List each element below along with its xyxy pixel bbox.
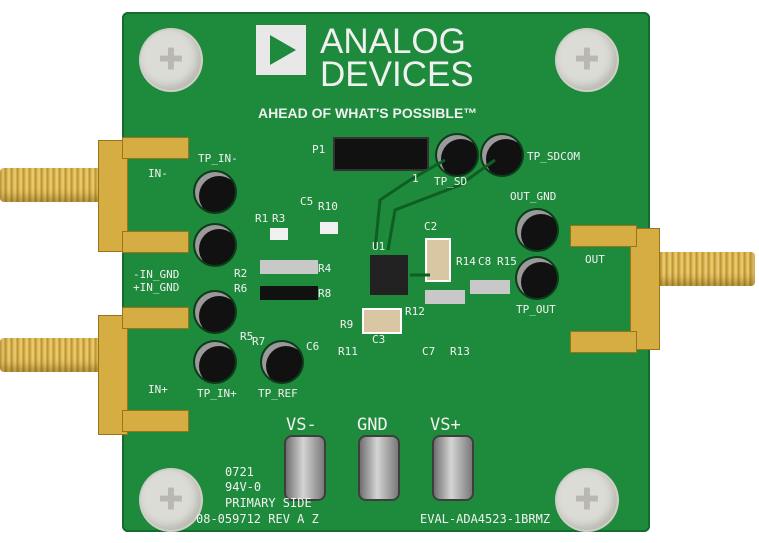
label-plus-in-gnd: +IN_GND: [133, 281, 180, 294]
label-part-number: 08-059712 REV A Z: [196, 512, 319, 526]
label-tp-ref: TP_REF: [258, 387, 298, 400]
brand-name: ANALOG DEVICES: [320, 22, 474, 94]
label-r13: R13: [450, 345, 470, 358]
label-c7: C7: [422, 345, 436, 358]
label-in-plus: IN+: [148, 383, 168, 396]
label-tp-sdcom: TP_SDCOM: [527, 150, 580, 163]
analog-devices-logo: [256, 25, 306, 75]
sma-tab: [570, 225, 637, 247]
label-r3: R3: [272, 212, 286, 225]
label-c8: C8: [478, 255, 492, 268]
label-u1: U1: [372, 240, 386, 253]
smd-pad-group: [470, 280, 510, 294]
label-r4: R4: [318, 262, 332, 275]
label-r2: R2: [234, 267, 248, 280]
sma-tab: [122, 137, 189, 159]
screw-icon: ✚: [574, 482, 600, 518]
label-out-gnd: OUT_GND: [510, 190, 557, 203]
label-c2: C2: [424, 220, 438, 233]
label-board-name: EVAL-ADA4523-1BRMZ: [420, 512, 551, 526]
test-point-tp-out: [517, 258, 557, 298]
label-tp-in-plus: TP_IN+: [197, 387, 237, 400]
power-post-gnd: [358, 435, 400, 501]
test-point-tp-sd: [437, 135, 477, 175]
test-point-tp-in-minus: [195, 172, 235, 212]
label-c3: C3: [372, 333, 386, 346]
label-rating: 94V-0: [225, 480, 262, 494]
label-gnd: GND: [357, 415, 388, 435]
label-date-code: 0721: [225, 465, 254, 479]
label-r14: R14: [456, 255, 476, 268]
screw-icon: ✚: [158, 482, 184, 518]
label-minus-in-gnd: -IN_GND: [133, 268, 180, 281]
label-r5: R5: [240, 330, 254, 343]
sma-tab: [122, 410, 189, 432]
label-tp-out: TP_OUT: [516, 303, 556, 316]
standoff-top-right: ✚: [557, 30, 617, 90]
label-pin1: 1: [412, 172, 419, 185]
label-c5: C5: [300, 195, 314, 208]
standoff-top-left: ✚: [141, 30, 201, 90]
label-vs-plus: VS+: [430, 415, 461, 435]
sma-connector-in-plus: [0, 338, 105, 372]
screw-icon: ✚: [574, 42, 600, 78]
label-r9: R9: [340, 318, 354, 331]
resistor-r3: [270, 228, 288, 240]
header-p1: [333, 137, 429, 171]
label-tp-sd: TP_SD: [434, 175, 468, 188]
label-r1: R1: [255, 212, 269, 225]
label-r10: R10: [318, 200, 338, 213]
power-post-vs-plus: [432, 435, 474, 501]
sma-connector-in-minus: [0, 168, 105, 202]
label-vs-minus: VS-: [286, 415, 317, 435]
sma-tab: [570, 331, 637, 353]
sma-connector-out: [655, 252, 755, 286]
standoff-bottom-left: ✚: [141, 470, 201, 530]
screw-icon: ✚: [158, 42, 184, 78]
test-point-in-minus-gnd: [195, 225, 235, 265]
test-point-tp-ref: [262, 342, 302, 382]
brand-line1: ANALOG: [320, 22, 466, 61]
smd-pad-group: [425, 290, 465, 304]
sma-tab: [122, 307, 189, 329]
test-point-in-plus-gnd: [195, 292, 235, 332]
brand-line2: DEVICES: [320, 55, 474, 94]
label-out: OUT: [585, 253, 605, 266]
label-r7: R7: [252, 335, 266, 348]
label-tp-in-minus: TP_IN-: [198, 152, 238, 165]
label-r11: R11: [338, 345, 358, 358]
label-primary-side: PRIMARY SIDE: [225, 496, 312, 510]
test-point-tp-sdcom: [482, 135, 522, 175]
resistor-array: [260, 260, 318, 274]
brand-tagline: AHEAD OF WHAT'S POSSIBLE™: [258, 105, 478, 121]
power-post-vs-minus: [284, 435, 326, 501]
sma-tab: [122, 231, 189, 253]
label-c6: C6: [306, 340, 320, 353]
standoff-bottom-right: ✚: [557, 470, 617, 530]
test-point-tp-in-plus: [195, 342, 235, 382]
label-r8: R8: [318, 287, 332, 300]
capacitor-c3: [362, 308, 402, 334]
sma-flange-out: [630, 228, 660, 350]
test-point-out-gnd: [517, 210, 557, 250]
label-r15: R15: [497, 255, 517, 268]
label-r12: R12: [405, 305, 425, 318]
resistor-r10: [320, 222, 338, 234]
ic-u1: [370, 255, 408, 295]
label-in-minus: IN-: [148, 167, 168, 180]
label-r6: R6: [234, 282, 248, 295]
label-p1: P1: [312, 143, 326, 156]
resistor-array: [260, 286, 318, 300]
